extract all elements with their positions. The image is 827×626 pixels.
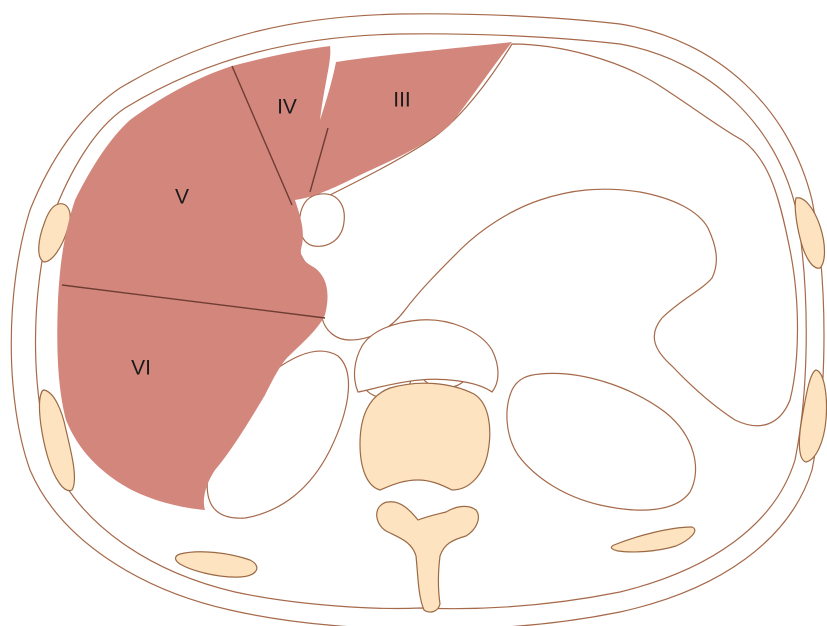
rib-bottom-right [611,527,694,552]
segment-label-iii: III [393,89,411,112]
segment-label-vi: VI [131,357,151,380]
vertebral-body [360,383,490,490]
vessel-anterior [300,194,345,246]
rib-right-lower [799,370,826,462]
rib-bottom-left [176,552,257,577]
segment-label-iv: IV [277,96,297,119]
spinous-process [377,502,479,612]
kidney-left [507,373,696,510]
segment-label-v: V [175,186,189,209]
rib-right-upper [795,198,824,268]
